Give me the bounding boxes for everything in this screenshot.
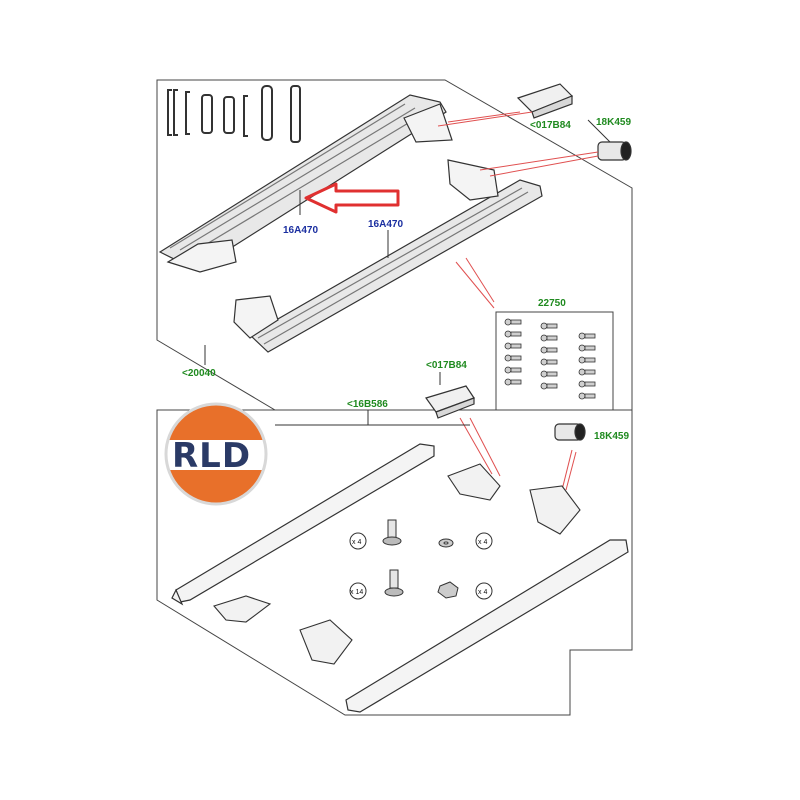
- bracket-mid-icon: [425, 385, 475, 419]
- qty-bolt-b: x 14: [350, 589, 363, 596]
- washer-icon: [438, 532, 493, 550]
- bushing-mid-icon: [554, 423, 586, 441]
- side-step-left-icon: [158, 94, 453, 273]
- label-step-right: 16A470: [368, 219, 403, 230]
- rld-logo: RLD: [164, 402, 268, 506]
- leader-lines: [437, 111, 599, 491]
- label-bushing-top: 18K459: [596, 117, 631, 128]
- bolt-b-icon: [349, 569, 404, 600]
- qty-bolt-a: x 4: [352, 539, 361, 546]
- label-bushing-mid: 18K459: [594, 431, 629, 442]
- black-leaders: [204, 119, 611, 426]
- qty-washer: x 4: [478, 539, 487, 546]
- roof-rail-right-icon: [345, 539, 629, 713]
- clip-kit-icon: [495, 311, 614, 411]
- mount-bracket-icon: [213, 463, 581, 665]
- label-bracket-mid: <017B84: [426, 360, 467, 371]
- bushing-top-icon: [597, 141, 632, 161]
- bolt-a-icon: [349, 519, 402, 550]
- qty-nut: x 4: [478, 589, 487, 596]
- roof-rail-left-icon: [171, 443, 435, 606]
- label-clip-kit: 22750: [538, 298, 566, 309]
- clip-set-top-icon: [167, 85, 301, 143]
- label-step-left: 16A470: [283, 225, 318, 236]
- nut-icon: [437, 581, 493, 600]
- side-step-right-icon: [233, 159, 543, 353]
- arrow-left-icon: [304, 182, 400, 214]
- label-kit-main: <20040: [182, 368, 216, 379]
- bracket-top-icon: [516, 83, 574, 119]
- label-rail-kit: <16B586: [347, 399, 388, 410]
- label-bracket-top: <017B84: [530, 120, 571, 131]
- logo-text: RLD: [172, 436, 251, 476]
